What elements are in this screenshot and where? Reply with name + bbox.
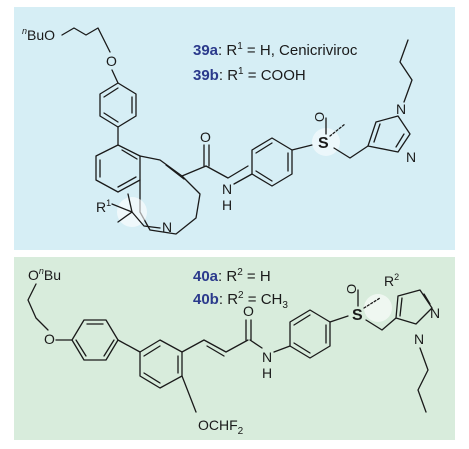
ether-bond (111, 69, 119, 84)
bottom-biaryl-bond (117, 339, 141, 353)
bottom-amide-hydrogen: H (262, 365, 272, 381)
bottom-anilide-double-1 (293, 314, 311, 326)
top-imidazole-double-2 (395, 133, 405, 148)
imidazole-n1: N (396, 101, 406, 117)
aryl-sulfur-bond (291, 144, 313, 151)
compound-39b-label: 39b (193, 67, 219, 84)
bottom-s-ch2-bond (365, 317, 397, 331)
top-panel (14, 7, 455, 250)
bottom-butoxy-label: OnBu (28, 266, 61, 283)
anilide-double-1 (255, 142, 273, 154)
sulfur-highlight (312, 128, 340, 156)
s-methyl-dash (329, 123, 346, 137)
propyl-chain-top (399, 39, 413, 103)
acrylamide-chain (181, 339, 249, 353)
anilide-double-3 (255, 170, 273, 182)
bottom-sulfur-atom: S (352, 307, 363, 324)
amide-hydrogen: H (222, 197, 232, 213)
bottom-imidazole-n3: N (430, 305, 440, 321)
bottom-imidazole-double-1 (399, 297, 403, 317)
upper-phenyl-double-2 (103, 87, 119, 98)
bottom-imidazole-ring (395, 289, 433, 325)
amide-bonds (181, 165, 249, 179)
bottom-carbonyl-oxygen: O (243, 303, 254, 319)
bottom-panel (14, 257, 455, 440)
bottom-aryl-sulfur (329, 315, 349, 323)
ring-nitrogen: N (162, 219, 172, 235)
carbonyl-oxygen: O (200, 129, 211, 145)
sulfoxide-oxygen: O (312, 112, 327, 122)
bottom-anilide-double-3 (293, 342, 311, 354)
bottom-left-double-2 (75, 339, 87, 357)
fused-benzene-double-1 (121, 149, 138, 160)
bottom-sulfoxide-oxygen: O (344, 284, 359, 294)
isobutyl-chain (111, 203, 161, 229)
bottom-amide-c-n (249, 339, 263, 349)
fused-benzene-double-3 (117, 176, 137, 188)
azocine-double-bond (165, 164, 185, 180)
gem-dimethyl-1 (127, 193, 133, 213)
difluoromethoxy-group: OCHF2 (198, 417, 244, 437)
amide-aryl-bond (233, 173, 253, 185)
compound-39a-label: 39a (193, 42, 219, 59)
bottom-amide-nitrogen: N (262, 349, 272, 365)
compound-40a-line: 40a: R2 = H (193, 267, 271, 285)
bottom-central-double-1 (143, 345, 161, 357)
ether-oxygen: O (106, 53, 117, 69)
top-imidazole-ring (367, 115, 411, 153)
bottom-central-double-3 (143, 372, 161, 384)
ethoxy-chain-bonds (61, 27, 111, 53)
bottom-r2-group: R2 (384, 272, 399, 289)
bottom-stereocenter-highlight (364, 294, 392, 322)
bottom-imidazole-double-2 (423, 293, 431, 305)
propyl-chain-bottom (417, 347, 429, 413)
compound-40b-label: 40b (193, 291, 219, 308)
compound-40b-line: 40b: R2 = CH3 (193, 290, 288, 311)
imidazole-n3: N (406, 149, 416, 165)
acrylamide-double (206, 345, 225, 357)
bottom-ethoxy-chain (27, 283, 49, 331)
compound-40a-label: 40a (193, 268, 219, 285)
amide-nitrogen: N (222, 181, 232, 197)
compound-39b-line: 39b: R1 = COOH (193, 66, 306, 84)
bottom-left-double-3 (103, 339, 115, 357)
butoxy-label: nBuO (22, 26, 55, 43)
bottom-ether-oxygen: O (44, 331, 55, 347)
compound-39a-line: 39a: R1 = H, Cenicriviroc (193, 41, 358, 59)
gem-dimethyl-2 (117, 211, 133, 223)
top-imidazole-double-1 (373, 123, 381, 143)
upper-phenyl-double-3 (103, 112, 119, 123)
sulfur-atom: S (318, 135, 329, 152)
difluoromethoxy-bond (181, 375, 197, 413)
r1-group: R1 (96, 198, 111, 215)
s-ch2-bond (333, 145, 369, 159)
bottom-s-methyl-dash (363, 297, 381, 309)
bottom-amide-aryl (273, 345, 291, 353)
bottom-imidazole-n1: N (414, 331, 424, 347)
